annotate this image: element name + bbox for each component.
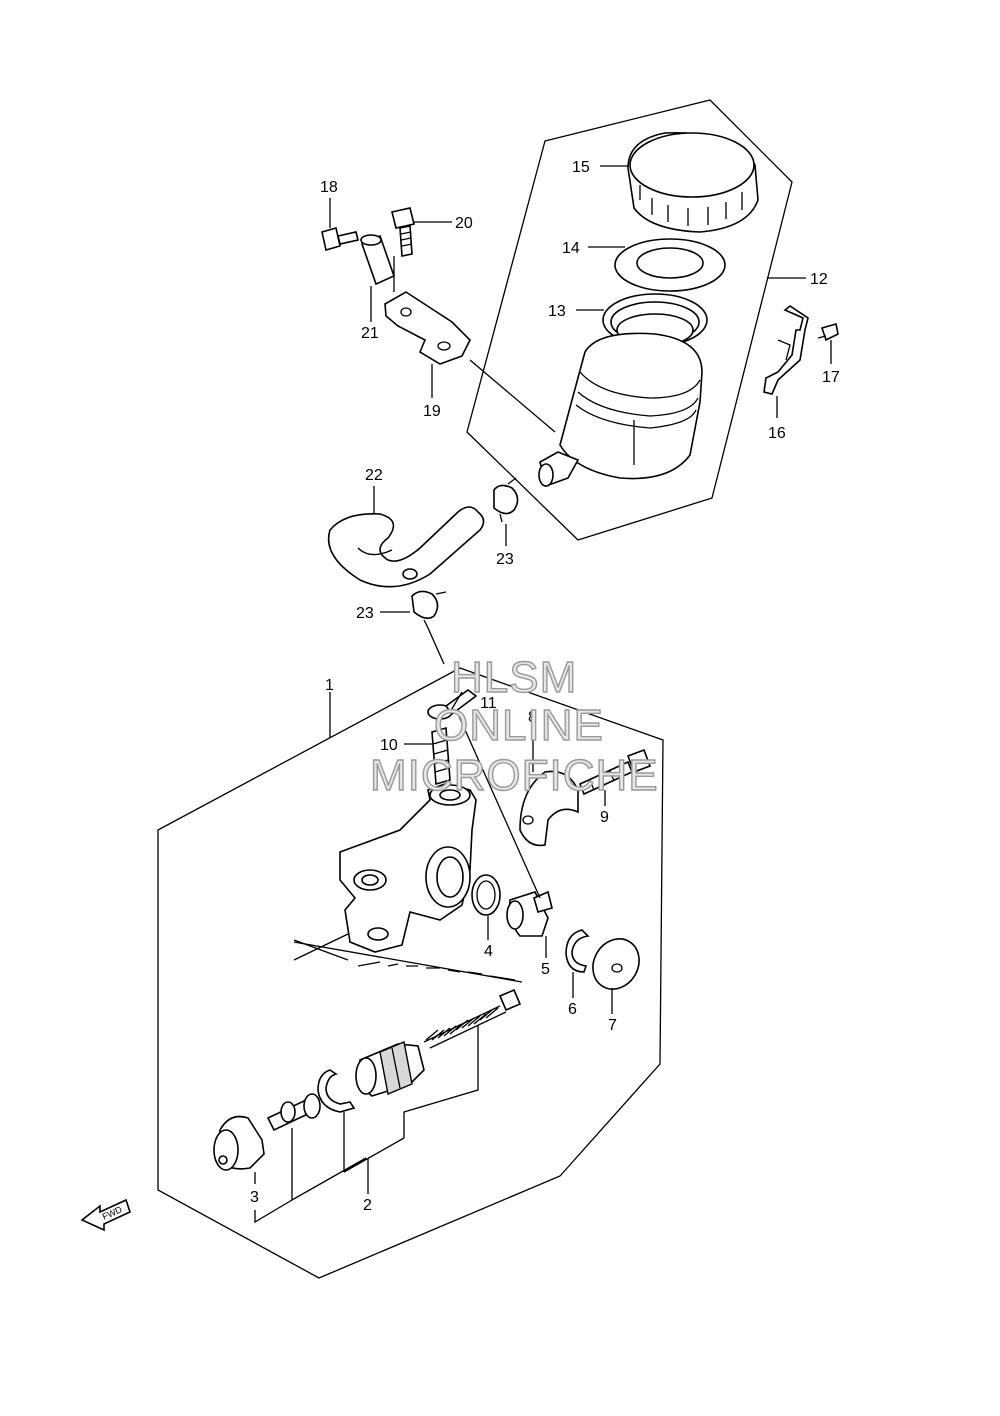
return-spring (423, 988, 522, 1049)
callout-19: 19 (423, 403, 441, 420)
master-cylinder-outline (157, 667, 664, 1279)
callout-20: 20 (455, 215, 473, 232)
callout-23-lower: 23 (356, 605, 374, 622)
diaphragm-plate (614, 238, 726, 292)
callout-3: 3 (250, 1189, 259, 1206)
callout-12: 12 (810, 271, 828, 288)
callout-16: 16 (768, 425, 786, 442)
callout-labels: 15 14 13 12 17 16 18 20 21 19 22 23 23 1… (250, 159, 840, 1214)
mounting-bolt (321, 226, 359, 252)
reservoir-body (538, 332, 703, 488)
dust-boot (213, 1115, 265, 1171)
watermark-line-3: MICROFICHE (370, 751, 659, 800)
dust-cover (592, 938, 640, 990)
piston (355, 1041, 425, 1097)
callout-8: 8 (528, 709, 537, 726)
reservoir-mount-bracket (384, 291, 471, 365)
callout-18: 18 (320, 179, 338, 196)
mounting-bolt-20 (391, 207, 415, 257)
callout-13: 13 (548, 303, 566, 320)
bracket-screw (817, 322, 839, 342)
reservoir-bracket (763, 305, 809, 395)
push-rod (266, 1093, 321, 1132)
hose-clamp-lower (411, 590, 447, 629)
reservoir-hose (327, 506, 485, 588)
master-cylinder-body (339, 783, 477, 953)
callout-10: 10 (380, 737, 398, 754)
callout-22: 22 (365, 467, 383, 484)
watermark-line-1: HLSM (451, 653, 577, 702)
watermark-line-2: ONLINE (434, 701, 604, 750)
hose-clamp-upper (493, 477, 519, 523)
callout-15: 15 (572, 159, 590, 176)
callout-9: 9 (600, 809, 609, 826)
callout-1: 1 (325, 677, 334, 694)
spacer-collar (360, 234, 395, 286)
callout-5: 5 (541, 961, 550, 978)
handlebar-clamp (519, 770, 579, 847)
clamp-bolt (578, 748, 652, 796)
hose-connector (506, 890, 553, 937)
callout-17: 17 (822, 369, 840, 386)
callout-6: 6 (568, 1001, 577, 1018)
reservoir-cap (627, 131, 759, 233)
watermark: HLSM ONLINE MICROFICHE (369, 652, 659, 800)
callout-7: 7 (608, 1017, 617, 1034)
circlip-6 (565, 929, 590, 973)
callout-4: 4 (484, 943, 493, 960)
callout-14: 14 (562, 240, 580, 257)
forward-arrow-icon: FWD (80, 1198, 131, 1232)
callout-2: 2 (363, 1197, 372, 1214)
banjo-bolt (431, 726, 451, 786)
callout-23-upper: 23 (496, 551, 514, 568)
callout-11: 11 (480, 695, 497, 712)
reservoir-assembly-outline (466, 99, 793, 541)
callout-21: 21 (361, 325, 379, 342)
leader-lines (254, 165, 832, 1224)
circlip-piston (317, 1069, 356, 1113)
